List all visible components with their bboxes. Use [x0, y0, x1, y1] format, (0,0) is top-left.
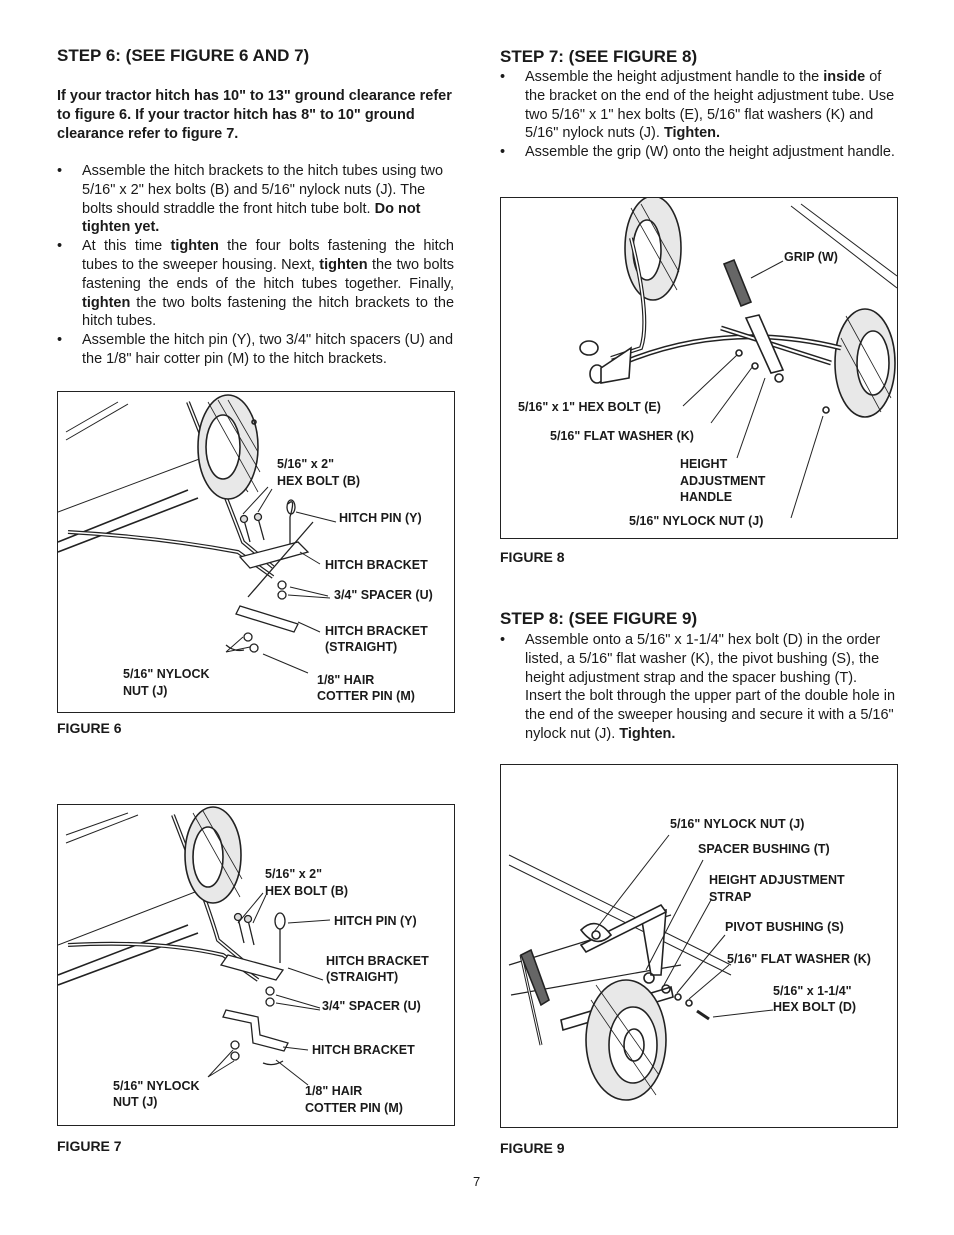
- step7-bullet-2: Assemble the grip (W) onto the height ad…: [500, 143, 895, 162]
- fig6-spacer-label: 3/4" SPACER (U): [334, 588, 433, 602]
- figure-9-caption: FIGURE 9: [500, 1140, 565, 1156]
- step6-bullet-3: Assemble the hitch pin (Y), two 3/4" hit…: [57, 331, 454, 369]
- fig7-spacer-label: 3/4" SPACER (U): [322, 999, 421, 1013]
- fig7-nylock-label-2: NUT (J): [113, 1095, 158, 1109]
- fig9-strap-label-2: STRAP: [709, 890, 752, 904]
- page-number: 7: [473, 1174, 481, 1189]
- step7-bullet-1: Assemble the height adjustment handle to…: [500, 68, 895, 143]
- step6-intro: If your tractor hitch has 10" to 13" gro…: [57, 88, 452, 142]
- figure-8-box: GRIP (W) 5/16" x 1" HEX BOLT (E) 5/16" F…: [500, 197, 898, 539]
- fig7-bracket-straight-label-2: (STRAIGHT): [326, 970, 399, 984]
- step6-bullet-2-p4: the two bolts fastening the hitch bracke…: [82, 294, 455, 330]
- fig6-hex-bolt-label-1: 5/16" x 2": [277, 457, 335, 471]
- fig6-cotter-label-1: 1/8" HAIR: [317, 673, 375, 687]
- step8-heading: STEP 8: (SEE FIGURE 9): [500, 609, 698, 628]
- fig8-flat-washer-label: 5/16" FLAT WASHER (K): [550, 429, 694, 443]
- figure-8-illustration: [579, 198, 897, 519]
- step8-bullet-1: Assemble onto a 5/16" x 1-1/4" hex bolt …: [500, 631, 895, 744]
- figure-6-caption: FIGURE 6: [57, 720, 122, 736]
- step6-bullet-2-p3: the two bolts fastening the ends of the …: [82, 256, 455, 292]
- figure-7-caption: FIGURE 7: [57, 1138, 122, 1154]
- fig7-hex-bolt-label-2: HEX BOLT (B): [265, 884, 349, 898]
- figure-8-caption: FIGURE 8: [500, 549, 565, 565]
- step6-bullet-2-bold2: tighten: [319, 256, 368, 273]
- fig7-hitch-pin-label: HITCH PIN (Y): [334, 914, 417, 928]
- figure-9-illustration: [508, 834, 774, 1101]
- fig6-bracket-straight-label-2: (STRAIGHT): [325, 640, 398, 654]
- step7-list: Assemble the height adjustment handle to…: [500, 68, 895, 162]
- step8-bullet-1-text: Assemble onto a 5/16" x 1-1/4" hex bolt …: [525, 632, 896, 742]
- fig6-bracket-straight-label-1: HITCH BRACKET: [325, 624, 428, 638]
- figure-7-illustration: [58, 806, 331, 1086]
- fig6-hitch-pin-label: HITCH PIN (Y): [339, 511, 422, 525]
- fig7-hitch-bracket-label: HITCH BRACKET: [312, 1043, 415, 1057]
- step6-bullet-2-bold1: tighten: [170, 238, 219, 255]
- step6-heading: STEP 6: (SEE FIGURE 6 AND 7): [57, 46, 310, 65]
- fig8-hex-bolt-label: 5/16" x 1" HEX BOLT (E): [518, 400, 661, 414]
- fig6-nylock-label-1: 5/16" NYLOCK: [123, 667, 210, 681]
- step8-list: Assemble onto a 5/16" x 1-1/4" hex bolt …: [500, 631, 895, 744]
- figure-9-box: 5/16" NYLOCK NUT (J) SPACER BUSHING (T) …: [500, 764, 898, 1128]
- step6-bullet-2-p2: the four bolts fastening the hitch tubes…: [82, 238, 454, 273]
- step6-bullet-2: At this time tighten the four bolts fast…: [57, 237, 454, 331]
- fig9-nylock-label: 5/16" NYLOCK NUT (J): [670, 817, 805, 831]
- step7-heading: STEP 7: (SEE FIGURE 8): [500, 47, 698, 66]
- fig8-nylock-label: 5/16" NYLOCK NUT (J): [629, 514, 764, 528]
- fig7-hex-bolt-label-1: 5/16" x 2": [265, 867, 323, 881]
- step6-bullet-2-bold3: tighten: [82, 294, 131, 311]
- fig8-handle-label-3: HANDLE: [680, 490, 733, 504]
- fig8-handle-label-2: ADJUSTMENT: [680, 474, 766, 488]
- step7-bullet-1-bold1: inside: [823, 69, 866, 85]
- fig9-pivot-bushing-label: PIVOT BUSHING (S): [725, 920, 844, 934]
- figure-6-box: 5/16" x 2" HEX BOLT (B) HITCH PIN (Y) HI…: [57, 391, 455, 713]
- step6-bullet-1-text: Assemble the hitch brackets to the hitch…: [82, 163, 444, 217]
- fig9-hex-bolt-label-1: 5/16" x 1-1/4": [773, 984, 852, 998]
- step7-bullet-1-bold2: Tighten.: [663, 125, 721, 142]
- step6-bullet-1-bold: Do not tighten yet.: [82, 200, 421, 236]
- fig9-hex-bolt-label-2: HEX BOLT (D): [773, 1000, 857, 1014]
- fig7-bracket-straight-label-1: HITCH BRACKET: [326, 954, 429, 968]
- step6-bullet-1: Assemble the hitch brackets to the hitch…: [57, 162, 454, 237]
- fig8-handle-label-1: HEIGHT: [680, 457, 728, 471]
- step6-bullet-3-text: Assemble the hitch pin (Y), two 3/4" hit…: [82, 332, 454, 367]
- fig6-hex-bolt-label-2: HEX BOLT (B): [277, 474, 361, 488]
- fig7-cotter-label-1: 1/8" HAIR: [305, 1084, 363, 1098]
- fig6-nylock-label-2: NUT (J): [123, 684, 168, 698]
- fig8-grip-label: GRIP (W): [784, 250, 838, 264]
- fig9-strap-label-1: HEIGHT ADJUSTMENT: [709, 873, 845, 887]
- figure-7-box: 5/16" x 2" HEX BOLT (B) HITCH PIN (Y) HI…: [57, 804, 455, 1126]
- step6-bullet-2-p1: At this time: [82, 238, 163, 255]
- step7-bullet-1-p1: Assemble the height adjustment handle to…: [525, 69, 820, 85]
- step7-bullet-2-text: Assemble the grip (W) onto the height ad…: [525, 144, 895, 161]
- fig6-cotter-label-2: COTTER PIN (M): [317, 689, 415, 703]
- step7-bullet-1-p2: of the bracket on the end of the height …: [525, 69, 895, 142]
- step8-bullet-1-bold: Tighten.: [619, 725, 676, 742]
- fig7-cotter-label-2: COTTER PIN (M): [305, 1101, 403, 1115]
- fig6-hitch-bracket-label: HITCH BRACKET: [325, 558, 428, 572]
- figure-6-illustration: [58, 394, 337, 674]
- fig9-flat-washer-label: 5/16" FLAT WASHER (K): [727, 952, 871, 966]
- fig9-spacer-bushing-label: SPACER BUSHING (T): [698, 842, 830, 856]
- fig7-nylock-label-1: 5/16" NYLOCK: [113, 1079, 200, 1093]
- step6-list: Assemble the hitch brackets to the hitch…: [57, 162, 454, 369]
